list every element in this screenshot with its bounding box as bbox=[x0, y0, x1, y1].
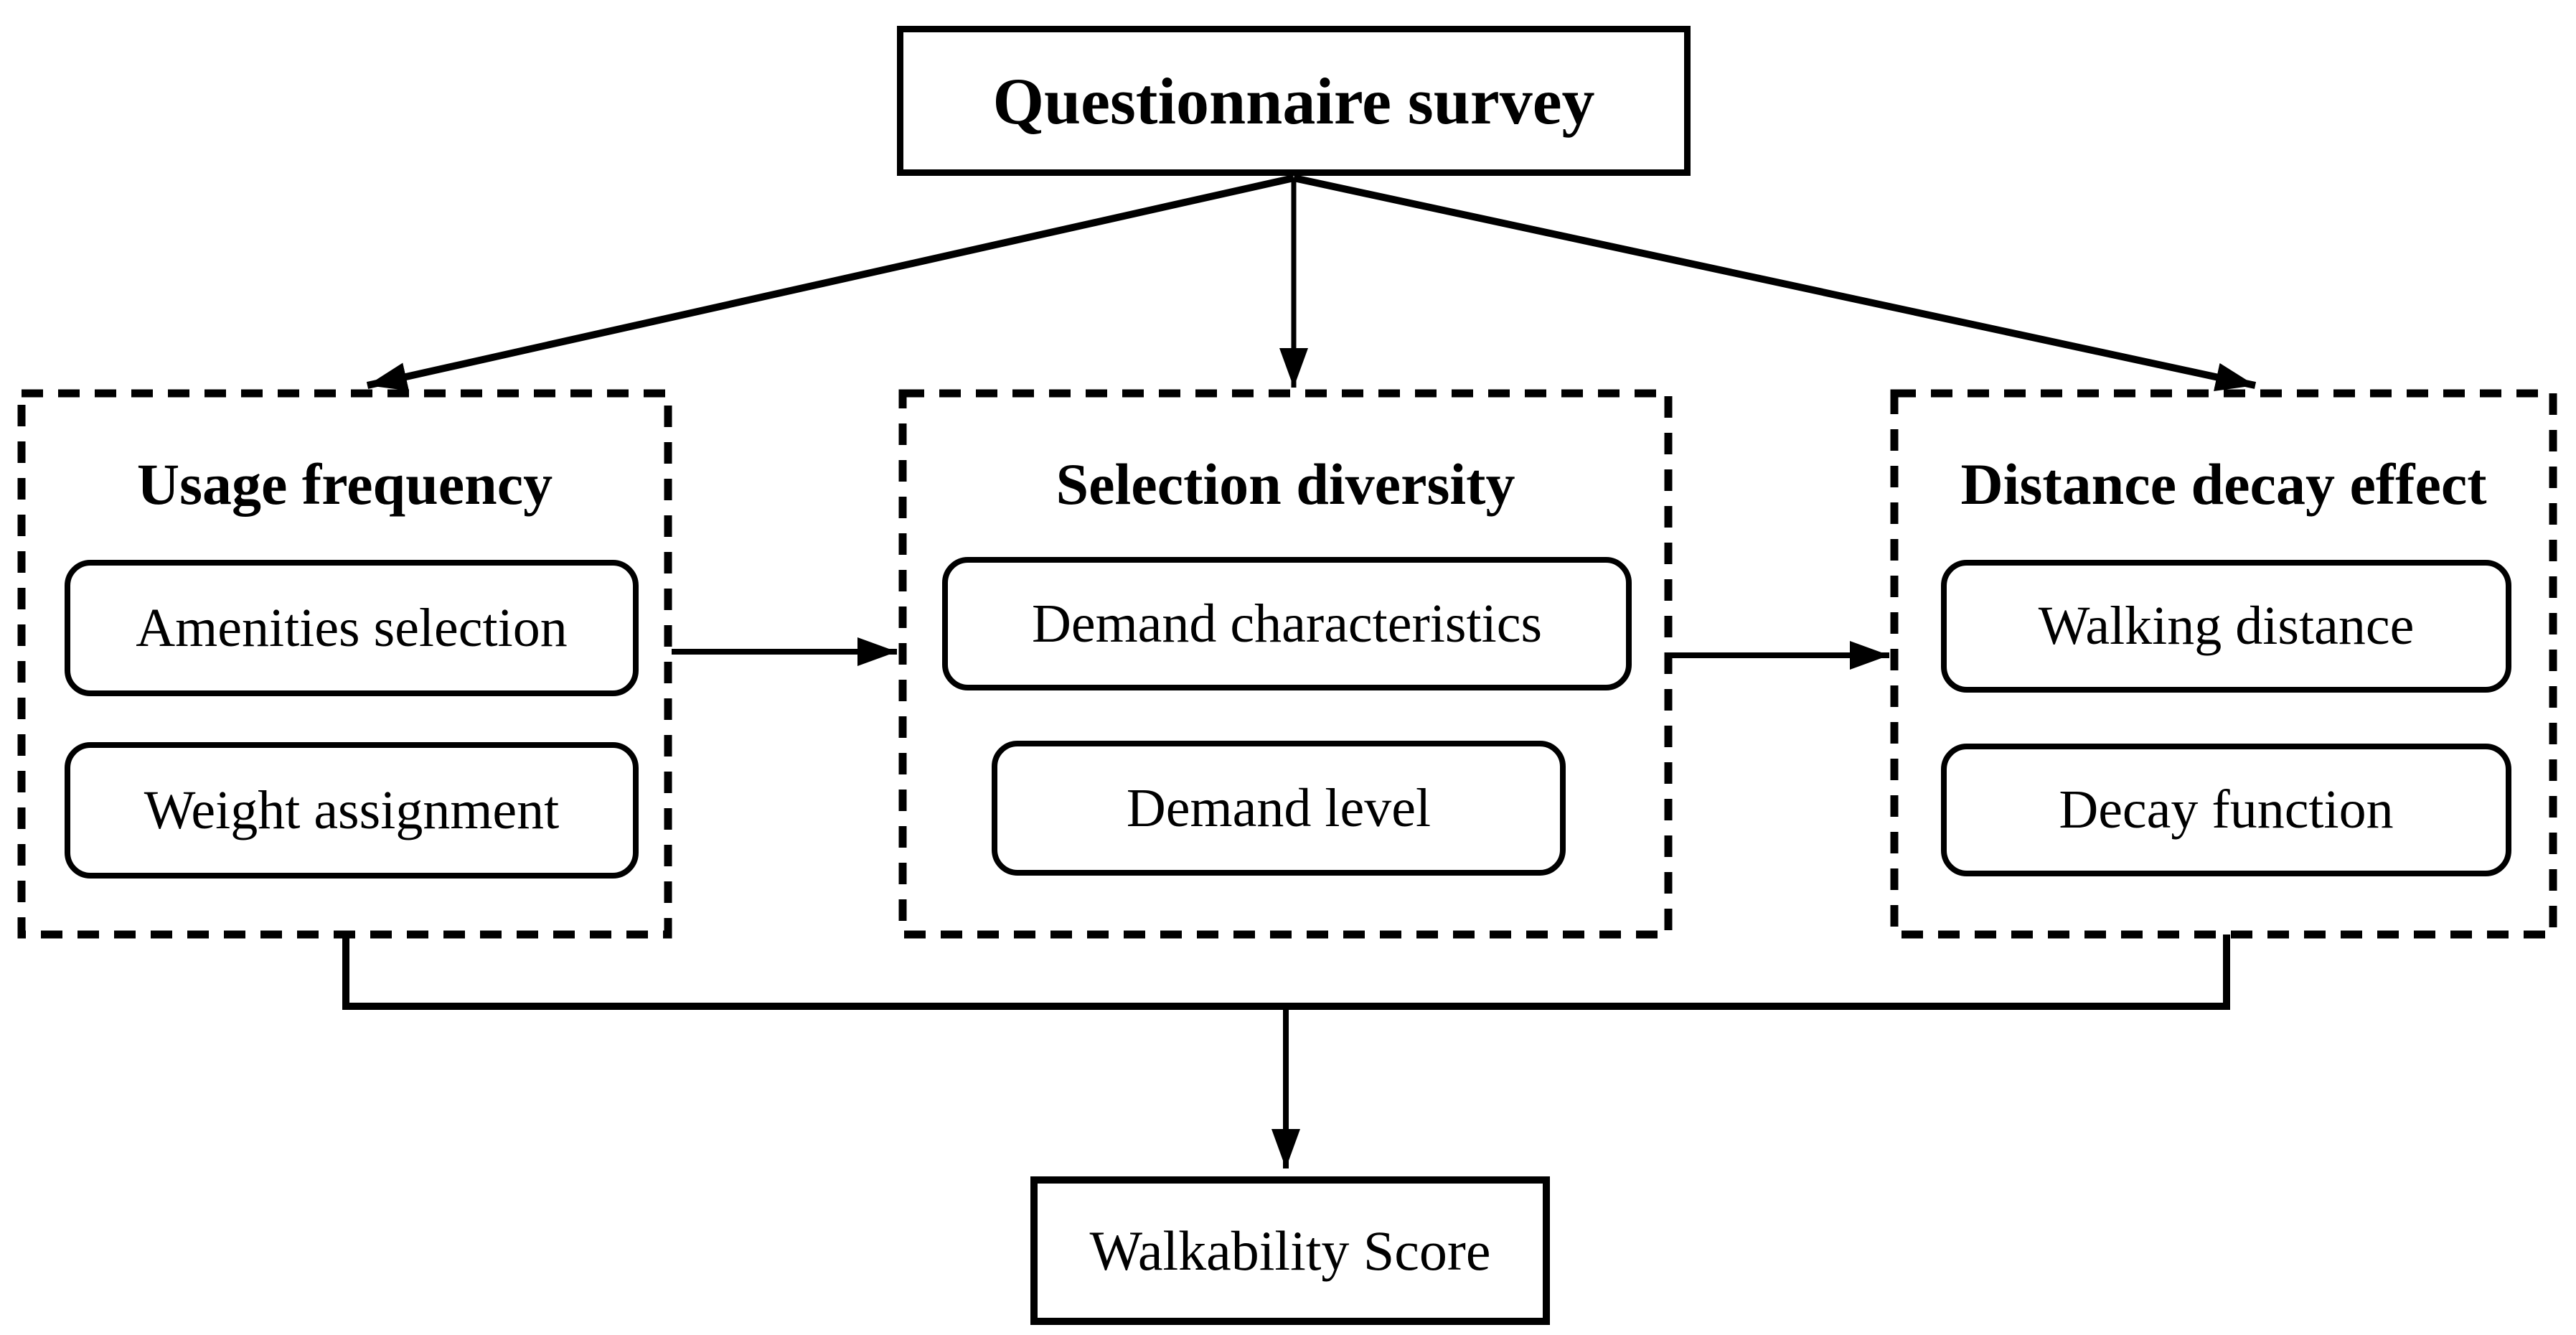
node-weight-assignment-label: Weight assignment bbox=[144, 779, 560, 840]
node-demand-level-label: Demand level bbox=[1126, 777, 1432, 838]
node-walkability-score: Walkability Score bbox=[1030, 1176, 1550, 1325]
node-questionnaire-survey-label: Questionnaire survey bbox=[992, 64, 1595, 138]
node-decay-function: Decay function bbox=[1941, 744, 2511, 876]
node-amenities-selection: Amenities selection bbox=[65, 560, 639, 696]
arrow-survey-to-distance-decay-effect bbox=[1292, 174, 2257, 391]
group-title-selection-diversity: Selection diversity bbox=[1056, 451, 1515, 517]
collector-connector-line bbox=[342, 934, 2230, 1010]
node-demand-level: Demand level bbox=[992, 741, 1566, 876]
group-title-distance-decay-effect: Distance decay effect bbox=[1960, 451, 2487, 517]
node-demand-characteristics-label: Demand characteristics bbox=[1031, 593, 1543, 654]
node-walking-distance: Walking distance bbox=[1941, 560, 2511, 693]
node-decay-function-label: Decay function bbox=[2059, 779, 2394, 840]
arrow-survey-to-usage-frequency bbox=[366, 174, 1295, 391]
node-questionnaire-survey: Questionnaire survey bbox=[897, 26, 1691, 176]
group-title-usage-frequency: Usage frequency bbox=[136, 451, 553, 517]
node-walking-distance-label: Walking distance bbox=[2038, 596, 2415, 656]
node-weight-assignment: Weight assignment bbox=[65, 742, 639, 879]
node-amenities-selection-label: Amenities selection bbox=[136, 597, 568, 658]
group-border-distance-decay-effect bbox=[1890, 389, 2557, 939]
node-walkability-score-label: Walkability Score bbox=[1089, 1219, 1491, 1282]
node-demand-characteristics: Demand characteristics bbox=[942, 557, 1632, 690]
group-border-selection-diversity bbox=[898, 389, 1673, 939]
